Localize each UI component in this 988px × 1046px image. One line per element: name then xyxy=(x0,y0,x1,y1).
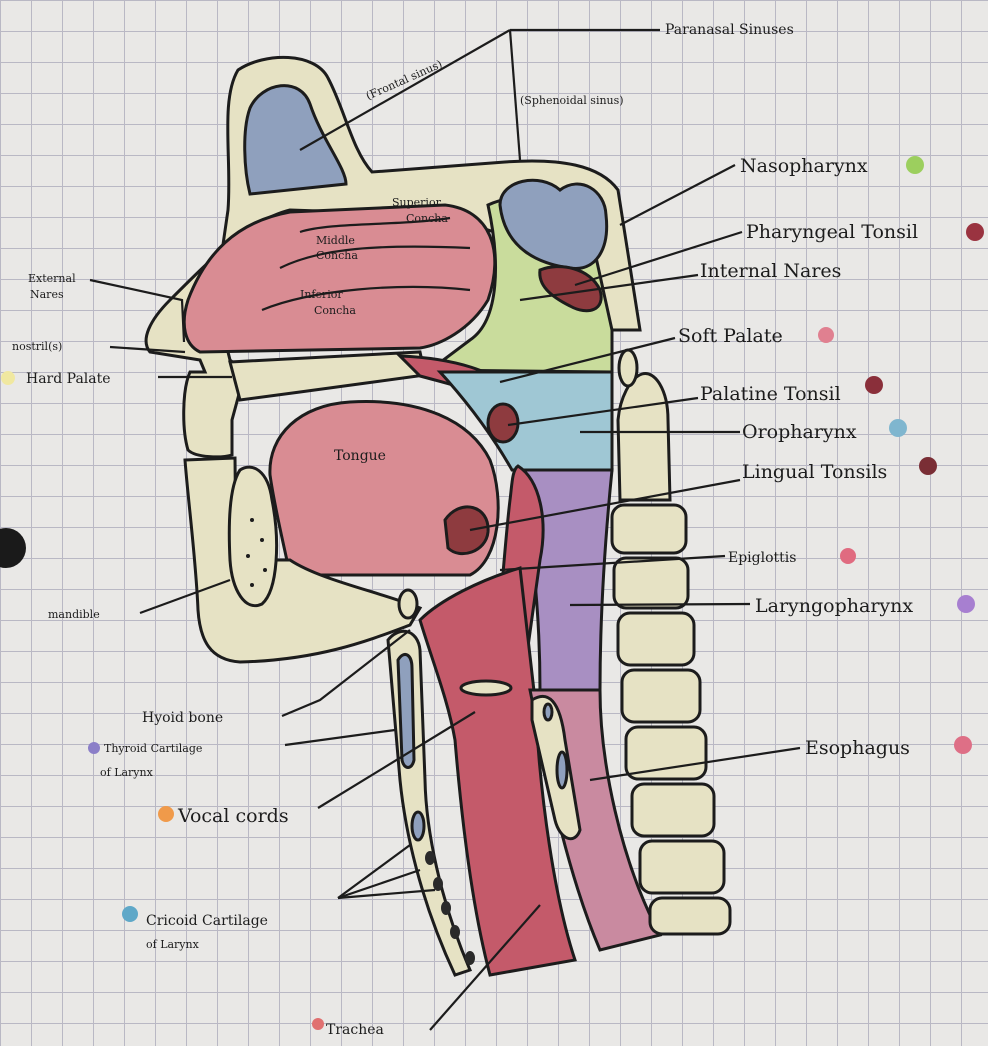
thyroid-cartilage-label-line2: of Larynx xyxy=(100,766,154,779)
lingual-tonsil-shape xyxy=(445,507,488,554)
oropharynx-label: Oropharynx xyxy=(742,421,857,443)
head-section-drawing xyxy=(146,57,730,975)
thyroid-cartilage-label-line1: Thyroid Cartilage xyxy=(104,742,202,755)
palatine-tonsil-shape xyxy=(488,404,518,442)
superior-concha-label-line2: Concha xyxy=(406,212,448,225)
laryngopharynx-label: Laryngopharynx xyxy=(755,595,913,617)
internal-nares-label: Internal Nares xyxy=(700,260,841,282)
esophagus-label: Esophagus xyxy=(805,737,910,759)
epiglottis-label: Epiglottis xyxy=(728,550,796,566)
external-nares-label-line1: External xyxy=(28,272,76,285)
paranasal-sinuses-label: Paranasal Sinuses xyxy=(665,22,794,38)
vocal-cords-label: Vocal cords xyxy=(177,805,289,827)
inferior-concha-label-line2: Concha xyxy=(314,304,356,317)
palatine-tonsil-color-key xyxy=(865,376,883,394)
cricoid-ring-4 xyxy=(441,901,451,915)
sphenoidal-sinus-label: (Sphenoidal sinus) xyxy=(520,94,624,107)
cricoid-cartilage-color-key xyxy=(122,906,138,922)
cricoid-ring-5 xyxy=(450,925,460,939)
nostrils-label: nostril(s) xyxy=(12,340,62,353)
cricoid-ring-6 xyxy=(465,951,475,965)
trachea-color-key xyxy=(312,1018,324,1030)
soft-palate-color-key xyxy=(818,327,834,343)
lingual-tonsils-color-key xyxy=(919,457,937,475)
inferior-concha-label-line1: Inferior xyxy=(300,288,343,301)
epiglottis-color-key xyxy=(840,548,856,564)
cricoid-cartilage-label-line2: of Larynx xyxy=(146,938,200,951)
middle-concha-label-line1: Middle xyxy=(316,234,355,247)
pharyngeal-tonsil-color-key xyxy=(966,223,984,241)
cricoid-ring-2 xyxy=(425,851,435,865)
hard-palate-label: Hard Palate xyxy=(26,371,111,387)
vocal-cords-color-key xyxy=(158,806,174,822)
mandible-label: mandible xyxy=(48,608,100,621)
superior-concha-label-line1: Superior xyxy=(392,196,442,209)
hard-palate-color-key xyxy=(1,371,15,385)
middle-concha-label-line2: Concha xyxy=(316,249,358,262)
trachea-label: Trachea xyxy=(326,1022,384,1038)
punch-hole xyxy=(0,528,26,568)
tongue-label: Tongue xyxy=(334,448,386,464)
nasopharynx-color-key xyxy=(906,156,924,174)
lingual-tonsils-label: Lingual Tonsils xyxy=(742,461,887,483)
cricoid-ring-1 xyxy=(412,812,424,840)
thyroid-cartilage-color-key xyxy=(88,742,100,754)
nasopharynx-label: Nasopharynx xyxy=(740,155,868,177)
spine xyxy=(612,350,730,934)
hyoid-bone-label: Hyoid bone xyxy=(142,710,223,726)
soft-palate-label: Soft Palate xyxy=(678,325,783,347)
hyoid-bone-shape xyxy=(399,590,417,618)
hard-palate-shape xyxy=(230,352,425,400)
cricoid-ring-3 xyxy=(433,877,443,891)
esophagus-color-key xyxy=(954,736,972,754)
oropharynx-color-key xyxy=(889,419,907,437)
laryngopharynx-color-key xyxy=(957,595,975,613)
external-nares-label-line2: Nares xyxy=(30,288,64,301)
pharyngeal-tonsil-label: Pharyngeal Tonsil xyxy=(746,221,918,243)
palatine-tonsil-label: Palatine Tonsil xyxy=(700,383,841,405)
vocal-cords-shape xyxy=(461,681,511,695)
frontal-sinus-label: (Frontal sinus) xyxy=(364,57,444,102)
cricoid-cartilage-label-line1: Cricoid Cartilage xyxy=(146,913,268,929)
